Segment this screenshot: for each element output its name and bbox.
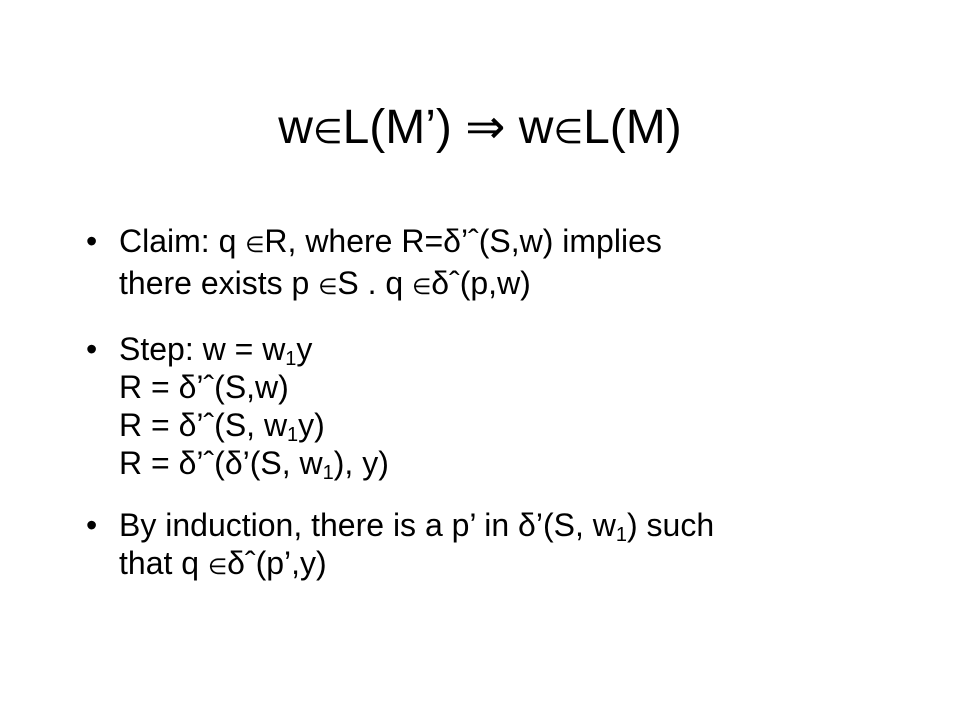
subscript: 1 — [285, 348, 297, 370]
text-run: y) — [298, 407, 325, 443]
text-line: Step: w = w1y — [119, 330, 946, 370]
text-line: R = δ’ˆ(S,w) — [119, 368, 946, 406]
text-run: there exists p — [119, 265, 319, 301]
text-run: y — [296, 331, 313, 367]
text-run: R = δ’ˆ(S,w) — [119, 369, 289, 405]
bullet-item-step: • Step: w = w1y R = δ’ˆ(S,w) R = δ’ˆ(S, … — [86, 330, 946, 484]
element-of-symbol: ∈ — [312, 113, 343, 151]
text-run: By induction, there is a p’ in δ’(S, w — [119, 507, 616, 543]
text-run: δˆ(p’,y) — [227, 545, 327, 581]
bullet-icon: • — [86, 507, 98, 543]
implies-symbol: ⇒ — [465, 101, 506, 154]
bullet-item-induction: • By induction, there is a p’ in δ’(S, w… — [86, 506, 946, 586]
text-run: Step: w = w — [119, 331, 286, 367]
text-line: that q ∈δˆ(p’,y) — [119, 544, 946, 586]
text-run: R = δ’ˆ(S, w — [119, 407, 288, 443]
slide-title: w∈L(M’) ⇒ w∈L(M) — [0, 88, 960, 172]
bullet-list: • Claim: q ∈R, where R=δ’ˆ(S,w) implies … — [86, 222, 946, 586]
text-line: By induction, there is a p’ in δ’(S, w1)… — [119, 506, 946, 546]
text-run: ) such — [626, 507, 715, 543]
subscript: 1 — [287, 424, 299, 446]
text-run: S . q — [337, 265, 413, 301]
text-line: R = δ’ˆ(S, w1y) — [119, 406, 946, 446]
text-run: ), y) — [333, 445, 389, 481]
element-of-symbol: ∈ — [207, 554, 228, 579]
subscript: 1 — [322, 462, 334, 484]
title-w1: w — [278, 101, 313, 154]
element-of-symbol: ∈ — [318, 274, 338, 299]
text-line: Claim: q ∈R, where R=δ’ˆ(S,w) implies — [119, 222, 946, 264]
title-w2: w — [518, 101, 554, 154]
text-run: that q — [119, 545, 208, 581]
bullet-icon: • — [86, 223, 98, 259]
bullet-item-claim: • Claim: q ∈R, where R=δ’ˆ(S,w) implies … — [86, 222, 946, 306]
text-line: there exists p ∈S . q ∈δˆ(p,w) — [119, 264, 946, 306]
element-of-symbol: ∈ — [553, 113, 584, 151]
subscript: 1 — [615, 524, 627, 546]
element-of-symbol: ∈ — [245, 232, 265, 257]
text-run: Claim: q — [119, 223, 246, 259]
text-run: R, where R=δ’ˆ(S,w) implies — [264, 223, 662, 259]
title-text2: L(M) — [583, 101, 682, 154]
bullet-icon: • — [86, 331, 98, 367]
text-run: δˆ(p,w) — [431, 265, 531, 301]
text-line: R = δ’ˆ(δ’(S, w1), y) — [119, 444, 946, 484]
title-text1: L(M’) — [342, 101, 452, 154]
element-of-symbol: ∈ — [412, 274, 432, 299]
text-run: R = δ’ˆ(δ’(S, w — [119, 445, 323, 481]
